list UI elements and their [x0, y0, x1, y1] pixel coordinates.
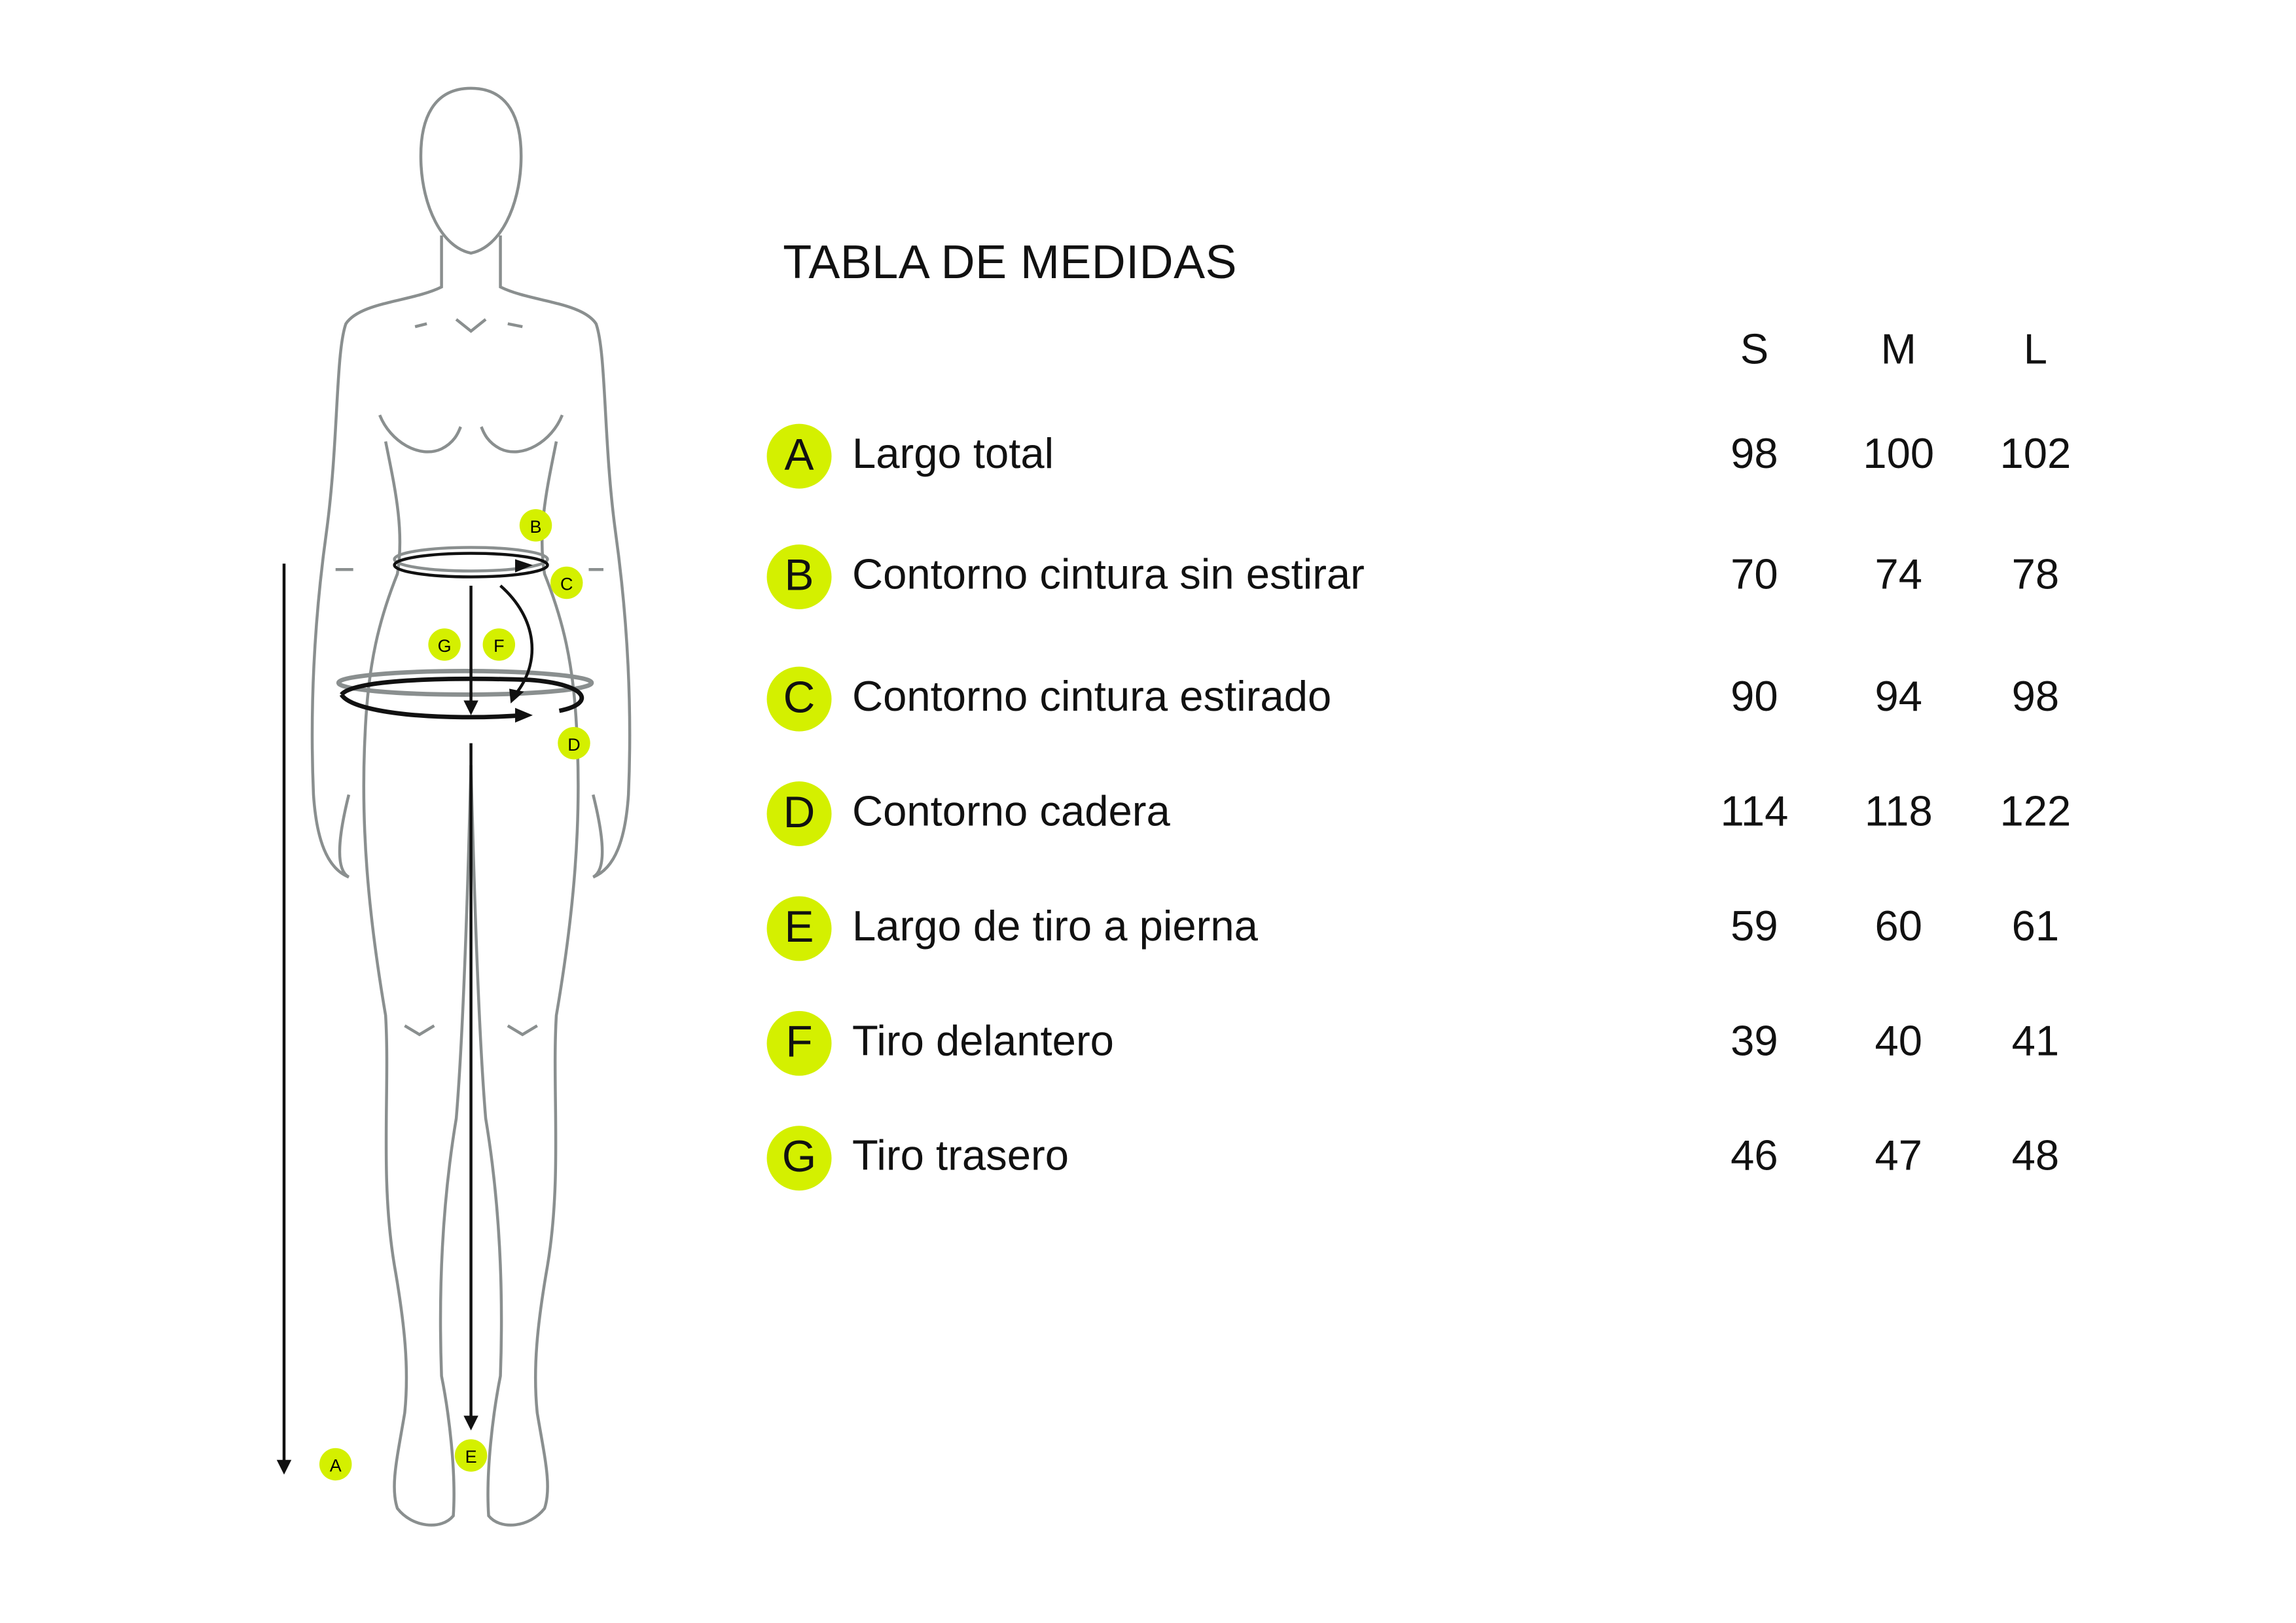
table-row: B Contorno cintura sin estirar 70 74 78: [0, 540, 2296, 613]
value-m: 74: [1874, 552, 1923, 599]
figure-badge-f: [482, 628, 516, 661]
measurement-arrows: [282, 552, 584, 1465]
measurement-key-badge: F: [766, 1010, 832, 1076]
measurement-label: Contorno cintura sin estirar: [852, 552, 1365, 599]
value-m: 60: [1874, 903, 1923, 951]
measurement-label: Largo de tiro a pierna: [852, 903, 1258, 951]
value-l: 41: [2011, 1018, 2060, 1066]
figure-label-b: B: [530, 517, 542, 537]
size-header-m: M: [1880, 327, 1916, 374]
size-header-s: S: [1740, 327, 1769, 374]
table-row: D Contorno cadera 114 118 122: [0, 777, 2296, 850]
figure-badges: B C G F D E A: [319, 509, 590, 1481]
figure-label-d: D: [567, 735, 580, 755]
arrow-heads: [276, 559, 533, 1475]
figure-badge-g: [428, 628, 461, 661]
value-l: 61: [2011, 903, 2060, 951]
value-s: 59: [1731, 903, 1778, 951]
figure-label-e: E: [465, 1447, 477, 1467]
value-m: 100: [1863, 431, 1935, 478]
value-s: 39: [1731, 1018, 1778, 1066]
measurement-key-badge: G: [766, 1126, 832, 1191]
value-m: 40: [1874, 1018, 1923, 1066]
size-header-l: L: [2023, 327, 2048, 374]
value-l: 122: [2000, 789, 2072, 836]
value-m: 94: [1874, 673, 1923, 721]
measurement-label: Tiro delantero: [852, 1018, 1114, 1066]
figure-badge-b: [519, 509, 552, 542]
value-l: 78: [2011, 552, 2060, 599]
value-l: 48: [2011, 1133, 2060, 1181]
table-row: G Tiro trasero 46 47 48: [0, 1122, 2296, 1195]
measurement-label: Contorno cadera: [852, 789, 1170, 836]
measurement-label: Tiro trasero: [852, 1133, 1069, 1181]
value-s: 114: [1720, 789, 1789, 836]
table-row: A Largo total 98 100 102: [0, 419, 2296, 493]
value-l: 102: [2000, 431, 2072, 478]
value-l: 98: [2011, 673, 2060, 721]
value-m: 47: [1874, 1133, 1923, 1181]
figure-label-f: F: [493, 636, 504, 656]
value-s: 90: [1731, 673, 1778, 721]
table-row: E Largo de tiro a pierna 59 60 61: [0, 892, 2296, 965]
table-row: C Contorno cintura estirado 90 94 98: [0, 662, 2296, 736]
figure-label-g: G: [438, 636, 452, 656]
measurement-key-badge: B: [766, 544, 832, 609]
figure-badge-c: [550, 566, 583, 599]
figure-badge-a: [319, 1448, 352, 1481]
figure-label-c: C: [560, 575, 573, 594]
figure-badge-d: [558, 726, 590, 760]
measurement-label: Largo total: [852, 431, 1054, 478]
value-s: 46: [1731, 1133, 1778, 1181]
measurement-key-badge: E: [766, 896, 832, 961]
value-s: 70: [1731, 552, 1778, 599]
measurement-label: Contorno cintura estirado: [852, 673, 1332, 721]
page-title: TABLA DE MEDIDAS: [783, 235, 1237, 289]
measurement-key-badge: A: [766, 423, 832, 489]
measurement-key-badge: D: [766, 781, 832, 847]
value-s: 98: [1731, 431, 1778, 478]
figure-badge-e: [454, 1439, 488, 1472]
table-row: F Tiro delantero 39 40 41: [0, 1007, 2296, 1080]
measurement-key-badge: C: [766, 666, 832, 732]
value-m: 118: [1864, 789, 1933, 836]
figure-label-a: A: [330, 1456, 342, 1476]
